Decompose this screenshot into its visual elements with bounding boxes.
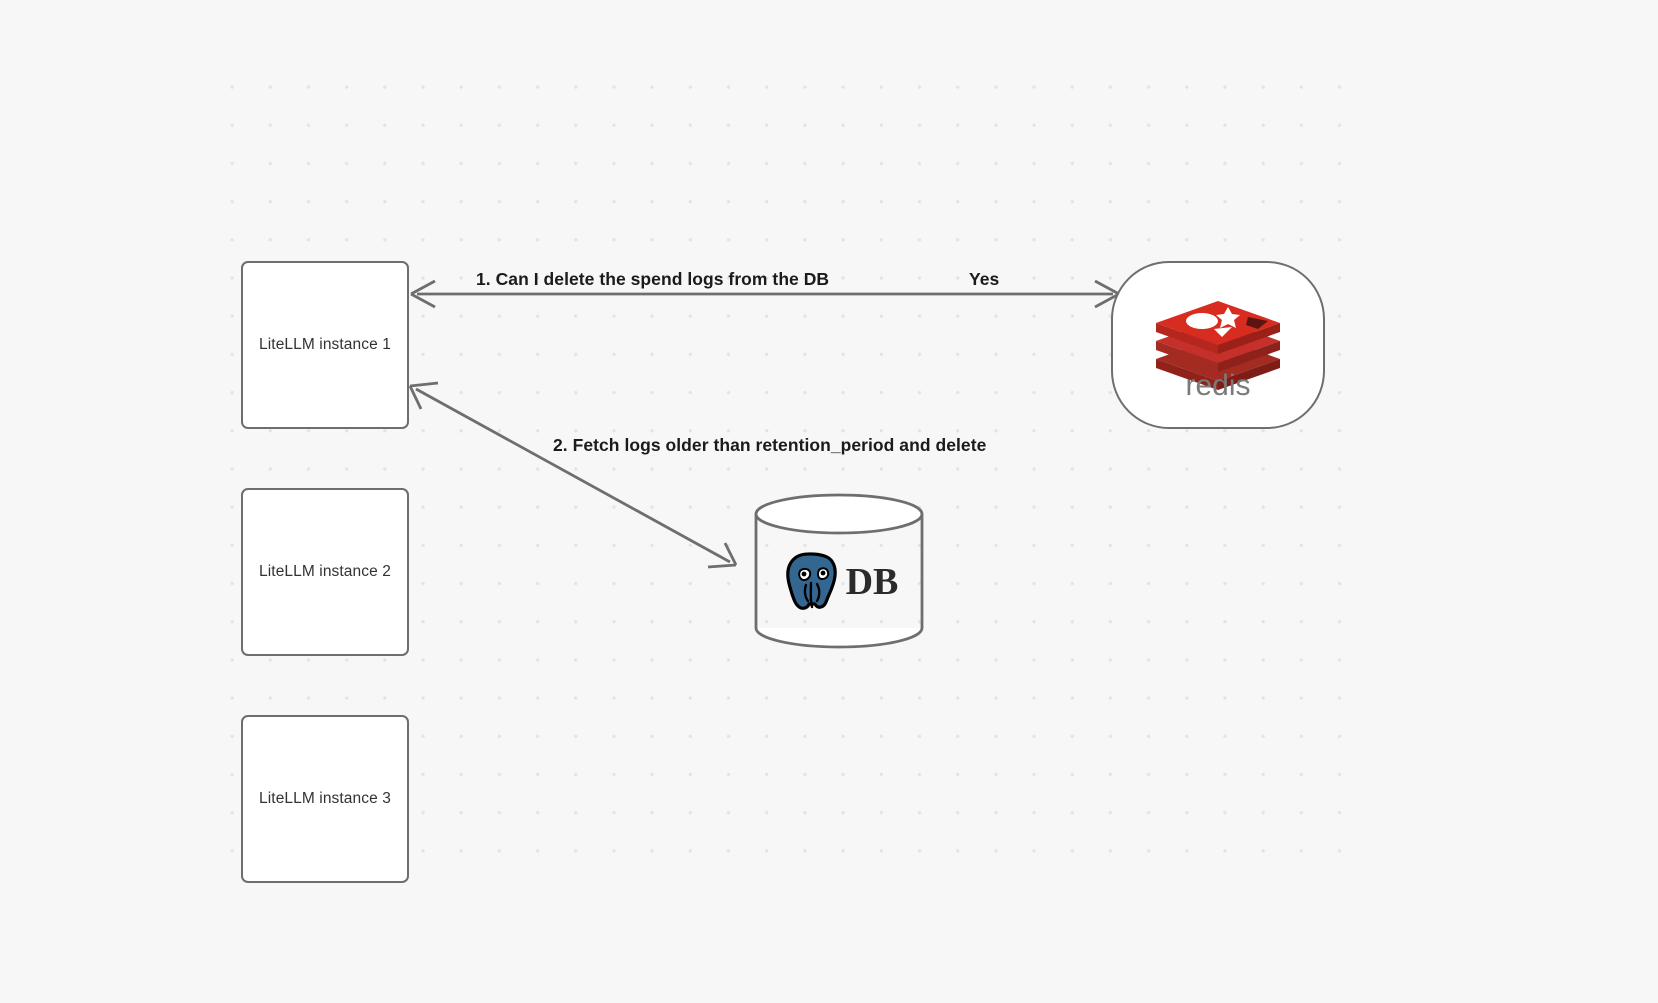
edge-litellm1-db <box>408 381 738 569</box>
edge-label-step-1: 1. Can I delete the spend logs from the … <box>476 269 830 289</box>
edge-label-step-2: 2. Fetch logs older than retention_perio… <box>553 435 987 455</box>
node-litellm-instance-2-label: LiteLLM instance 2 <box>259 563 391 580</box>
node-litellm-instance-2[interactable]: LiteLLM instance 2 <box>241 488 409 656</box>
postgresql-elephant-icon <box>785 552 837 610</box>
database-logo-wrap: DB <box>753 492 925 650</box>
edge-label-yes: Yes <box>969 269 1000 289</box>
redis-wordmark: redis <box>1185 369 1250 399</box>
redis-logo-icon: redis <box>1156 301 1280 399</box>
node-litellm-instance-1[interactable]: LiteLLM instance 1 <box>241 261 409 429</box>
database-label: DB <box>845 561 899 603</box>
redis-stacked-cube-icon <box>1156 301 1280 390</box>
node-litellm-instance-3[interactable]: LiteLLM instance 3 <box>241 715 409 883</box>
node-litellm-instance-1-label: LiteLLM instance 1 <box>259 336 391 353</box>
node-database[interactable]: DB <box>753 492 925 650</box>
node-redis[interactable]: redis <box>1111 261 1325 429</box>
node-litellm-instance-3-label: LiteLLM instance 3 <box>259 790 391 807</box>
database-cylinder-shape <box>754 493 924 649</box>
